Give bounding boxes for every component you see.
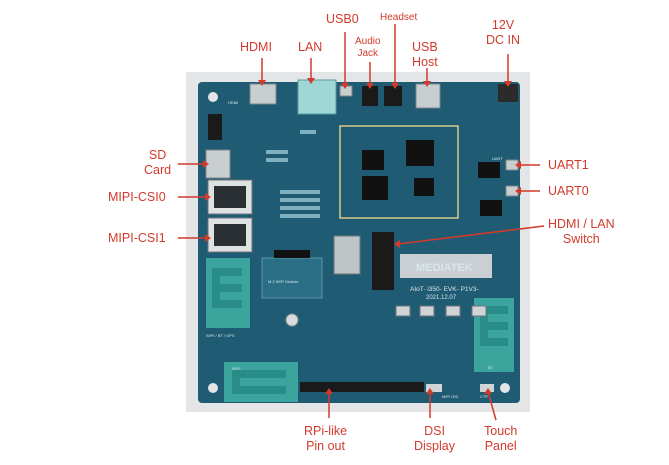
label-sd-card: SD Card <box>144 148 172 177</box>
chip <box>478 162 500 178</box>
mount-hole <box>500 383 510 393</box>
pointer-arrowheads <box>203 78 521 394</box>
silk-hdmi: HDMI <box>228 100 238 105</box>
label-lan: LAN <box>298 40 323 54</box>
pin-header <box>208 114 222 140</box>
silk-uart: UART <box>492 156 503 161</box>
soc-shield-outline <box>339 125 459 219</box>
label-12v-dc-in: 12V DC IN <box>486 18 521 47</box>
label-hdmi-lan-switch: HDMI / LAN Switch <box>548 217 615 246</box>
ctp-connector <box>480 384 494 392</box>
pointer-lines <box>178 24 545 421</box>
label-uart0: UART0 <box>548 184 589 198</box>
board-model: AIoT- i350- EVK- P1V3- <box>410 286 479 293</box>
sd-card-slot <box>205 149 231 179</box>
mount-hole <box>208 92 218 102</box>
hdmi-lan-switch <box>372 232 394 290</box>
m2-slot <box>274 250 310 258</box>
antenna-trace <box>232 370 286 394</box>
usb-host-connector <box>415 83 441 109</box>
silk-wifi-bt-gps: WIFI / BT / GPS <box>206 333 235 338</box>
label-headset: Headset <box>380 12 418 23</box>
button-row <box>395 305 487 317</box>
rpi-pin-header <box>300 382 424 392</box>
board-brand: MEDIATEK <box>416 262 473 274</box>
component-array <box>266 130 320 218</box>
silk-wifi-module: M.2 WIFI Module <box>268 279 299 284</box>
label-uart1: UART1 <box>548 158 589 172</box>
label-hdmi: HDMI <box>240 40 272 54</box>
label-dsi-display: DSI Display <box>414 424 455 453</box>
label-usb-host: USB Host <box>412 40 438 69</box>
antenna-trace <box>480 306 508 346</box>
switch-block <box>333 235 361 275</box>
silk-ctp: CTP <box>480 394 488 399</box>
mipi-csi0-port <box>214 186 246 208</box>
chip <box>480 200 502 216</box>
label-touch-panel: Touch Panel <box>484 424 518 453</box>
wifi-module <box>261 257 323 299</box>
lan-connector <box>297 79 337 115</box>
silk-dsi: MIPI DSI <box>442 394 458 399</box>
headset-connector <box>384 86 402 106</box>
label-audio-jack: Audio Jack <box>355 36 381 59</box>
silk-bt: BT <box>488 365 494 370</box>
label-mipi-csi1: MIPI-CSI1 <box>108 231 166 245</box>
audio-jack-connector <box>362 86 378 106</box>
chip <box>362 150 384 170</box>
silk-wifi: WIFI <box>232 366 240 371</box>
board-date: 2021.12.07 <box>426 295 457 301</box>
mipi-csi1-port <box>214 224 246 246</box>
antenna-trace <box>212 268 242 308</box>
dsi-connector <box>426 384 442 392</box>
chip <box>414 178 434 196</box>
chip <box>406 140 434 166</box>
mount-hole <box>208 383 218 393</box>
standoff <box>285 313 299 327</box>
label-usb0: USB0 <box>326 12 359 26</box>
brand-plate <box>400 254 492 278</box>
dc-in-connector <box>498 84 518 102</box>
hdmi-connector <box>249 83 277 105</box>
label-rpi-pinout: RPi-like Pin out <box>304 424 348 453</box>
chip <box>362 176 388 200</box>
label-mipi-csi0: MIPI-CSI0 <box>108 190 166 204</box>
